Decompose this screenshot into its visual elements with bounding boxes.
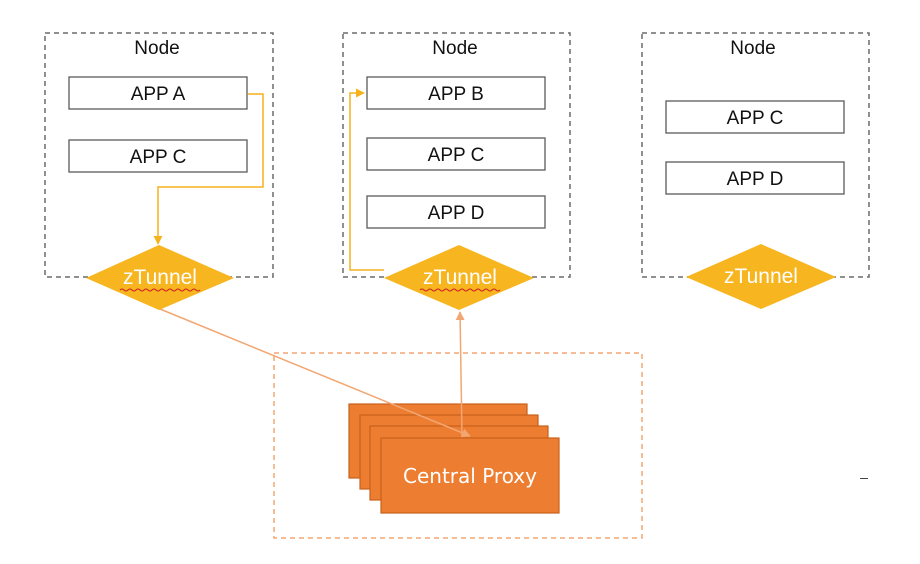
node-3-app-c-label: APP C [727, 108, 784, 129]
node-3-border [641, 32, 870, 278]
stray-dash-mark: – [860, 469, 868, 485]
ztunnel-1: zTunnel [86, 245, 234, 310]
central-proxy-container [273, 352, 643, 539]
node-2-app-b-label: APP B [428, 84, 484, 105]
node-3-app-c-box [665, 100, 845, 134]
node-3-title: Node [730, 38, 775, 59]
node-2: Node APP B APP C APP D [342, 32, 571, 278]
node-3-app-d-box [665, 161, 845, 195]
node-2-app-d-box [366, 195, 546, 229]
node-2-title: Node [432, 38, 477, 59]
ztunnel-2-label: zTunnel [423, 266, 497, 289]
arrow-ztunnel-2-to-app-b [349, 88, 384, 271]
node-2-app-d-label: APP D [428, 203, 485, 224]
central-proxy: Central Proxy [348, 403, 560, 514]
node-1-app-a-box [68, 76, 248, 110]
node-2-app-c-label: APP C [428, 145, 485, 166]
arrow-ztunnel-1-to-proxy [159, 308, 471, 438]
node-1-app-c-box [68, 139, 248, 173]
central-proxy-card-front [380, 437, 560, 514]
ztunnel-2: zTunnel [384, 245, 534, 310]
arrow-app-a-to-ztunnel-1 [153, 93, 264, 245]
ztunnel-3-label: zTunnel [724, 265, 798, 288]
node-2-app-c-box [366, 137, 546, 171]
node-2-border [342, 32, 571, 278]
ztunnel-2-diamond [384, 245, 534, 310]
ztunnel-3-diamond [686, 244, 836, 309]
node-1: Node APP A APP C [44, 32, 274, 278]
ztunnel-1-label: zTunnel [123, 266, 197, 289]
ztunnel-1-diamond [86, 245, 234, 310]
ztunnel-3: zTunnel [686, 244, 836, 309]
node-1-app-a-label: APP A [131, 84, 186, 105]
node-2-app-b-box [366, 76, 546, 110]
node-1-title: Node [134, 38, 179, 59]
node-1-app-c-label: APP C [130, 147, 187, 168]
central-proxy-label: Central Proxy [403, 464, 537, 488]
node-3-app-d-label: APP D [727, 169, 784, 190]
ztunnel-2-spellcheck-underline [419, 288, 501, 292]
arrow-proxy-to-ztunnel-2 [455, 311, 465, 437]
node-3: Node APP C APP D [641, 32, 870, 278]
ztunnel-1-spellcheck-underline [119, 288, 201, 292]
